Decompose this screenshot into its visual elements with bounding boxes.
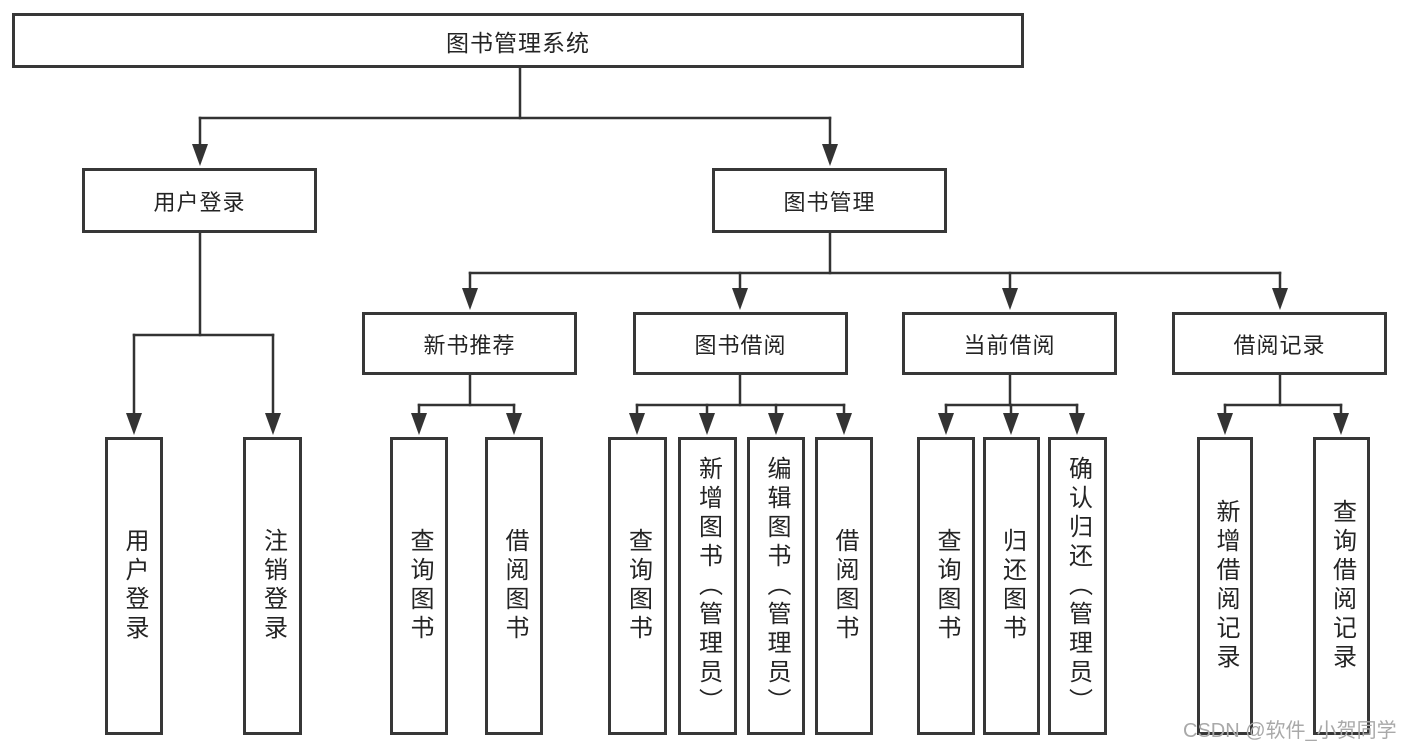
leaf-return-books: 归还图书 [983, 437, 1040, 735]
node-new-book-recommendation: 新书推荐 [362, 312, 577, 375]
leaf-edit-book-admin: 编辑图书（管理员） [747, 437, 805, 735]
leaf-add-book-admin: 新增图书（管理员） [678, 437, 737, 735]
watermark: CSDN @软件_小贺同学 [1183, 720, 1397, 742]
leaf-borrow-books-borrowing: 借阅图书 [815, 437, 873, 735]
leaf-user-login: 用户登录 [105, 437, 163, 735]
leaf-query-books-current: 查询图书 [917, 437, 975, 735]
leaf-logout: 注销登录 [243, 437, 302, 735]
node-current-borrowing: 当前借阅 [902, 312, 1117, 375]
leaf-query-borrow-record: 查询借阅记录 [1313, 437, 1370, 735]
leaf-query-books-recommend: 查询图书 [390, 437, 448, 735]
leaf-query-books-borrowing: 查询图书 [608, 437, 667, 735]
node-borrowing-records: 借阅记录 [1172, 312, 1387, 375]
arrowheads [126, 144, 1349, 435]
node-book-management: 图书管理 [712, 168, 947, 233]
node-book-borrowing: 图书借阅 [633, 312, 848, 375]
leaf-borrow-books-recommend: 借阅图书 [485, 437, 543, 735]
node-user-login: 用户登录 [82, 168, 317, 233]
root-node: 图书管理系统 [12, 13, 1024, 68]
leaf-add-borrow-record: 新增借阅记录 [1197, 437, 1253, 735]
leaf-confirm-return-admin: 确认归还（管理员） [1048, 437, 1107, 735]
